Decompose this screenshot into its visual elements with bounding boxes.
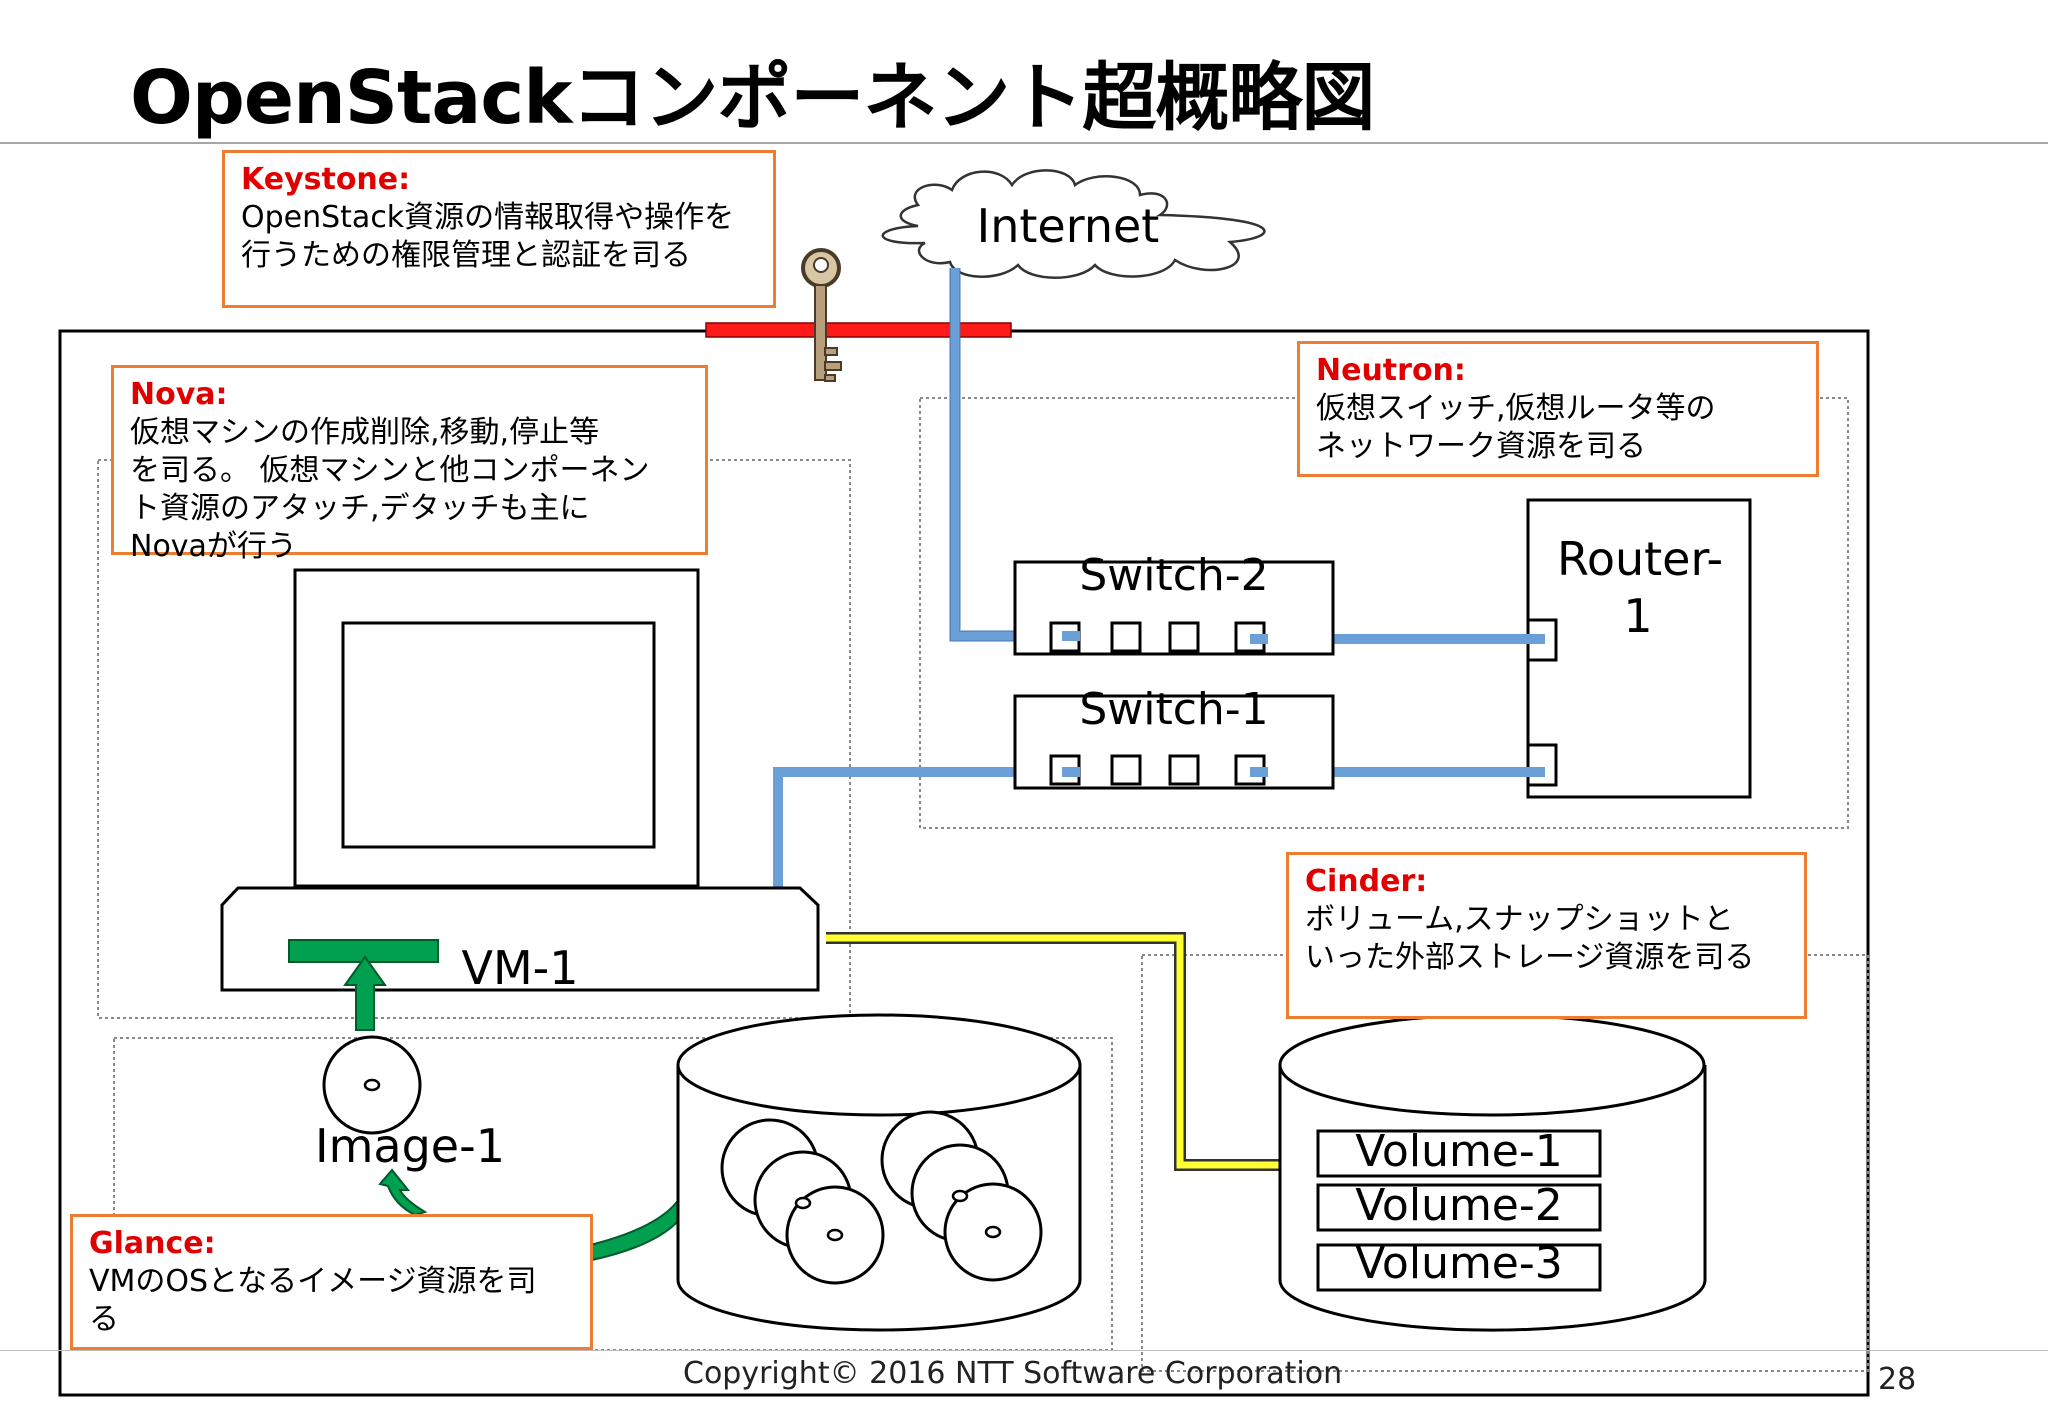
monitor-icon bbox=[220, 568, 820, 992]
keystone-heading: Keystone: bbox=[241, 162, 411, 197]
volume-list bbox=[1316, 1129, 1602, 1292]
cinder-heading: Cinder: bbox=[1305, 864, 1428, 899]
internet-label: Internet bbox=[977, 199, 1160, 253]
glance-to-image-arrow bbox=[378, 1168, 428, 1217]
switch2-label: Switch-2 bbox=[1079, 550, 1268, 601]
glance-description: VMのOSとなるイメージ資源を司 る bbox=[89, 1264, 537, 1337]
router-box bbox=[1526, 498, 1752, 799]
title-divider bbox=[0, 142, 2048, 144]
copyright-text: Copyright© 2016 NTT Software Corporation bbox=[683, 1356, 1343, 1391]
volume3-label: Volume-3 bbox=[1355, 1238, 1563, 1289]
vm-switch1-link bbox=[773, 767, 1062, 888]
volume1-box bbox=[1316, 1129, 1602, 1178]
volume3-box bbox=[1316, 1243, 1602, 1292]
vm-label: VM-1 bbox=[461, 941, 578, 995]
page-title: OpenStackコンポーネント超概略図 bbox=[130, 55, 1375, 141]
image-attach-arrow bbox=[288, 939, 439, 1031]
neutron-callout: Neutron: 仮想スイッチ,仮想ルータ等の ネットワーク資源を司る bbox=[1297, 341, 1819, 477]
nova-description: 仮想マシンの作成削除,移動,停止等 を司る。 仮想マシンと他コンポーネン ト資源… bbox=[130, 415, 650, 564]
volume2-label: Volume-2 bbox=[1355, 1180, 1563, 1231]
keystone-description: OpenStack資源の情報取得や操作を 行うための権限管理と認証を司る bbox=[241, 200, 735, 273]
page-number: 28 bbox=[1878, 1362, 1917, 1397]
neutron-heading: Neutron: bbox=[1316, 353, 1466, 388]
disk-icon bbox=[322, 1035, 422, 1135]
cloud-icon bbox=[881, 169, 1266, 279]
nova-zone bbox=[97, 459, 851, 1019]
router-label-line2: 1 bbox=[1623, 589, 1652, 643]
cinder-description: ボリューム,スナップショットと いった外部ストレージ資源を司る bbox=[1305, 902, 1755, 975]
footer-divider bbox=[0, 1350, 2048, 1351]
cinder-callout: Cinder: ボリューム,スナップショットと いった外部ストレージ資源を司る bbox=[1286, 852, 1807, 1019]
switch1-label: Switch-1 bbox=[1079, 684, 1268, 735]
firewall-bar bbox=[705, 322, 1012, 338]
volume2-box bbox=[1316, 1183, 1602, 1232]
glance-callout: Glance: VMのOSとなるイメージ資源を司 る bbox=[70, 1214, 593, 1350]
database-icon bbox=[676, 1013, 1082, 1332]
volume1-label: Volume-1 bbox=[1355, 1126, 1563, 1177]
neutron-description: 仮想スイッチ,仮想ルータ等の ネットワーク資源を司る bbox=[1316, 391, 1716, 464]
router-ports bbox=[1526, 618, 1558, 787]
key-icon bbox=[801, 248, 842, 382]
router-label-line1: Router- bbox=[1557, 532, 1723, 586]
nova-callout: Nova: 仮想マシンの作成削除,移動,停止等 を司る。 仮想マシンと他コンポー… bbox=[111, 365, 708, 564]
nova-heading: Nova: bbox=[130, 377, 228, 412]
glance-heading: Glance: bbox=[89, 1226, 216, 1261]
keystone-callout: Keystone: OpenStack資源の情報取得や操作を 行うための権限管理… bbox=[222, 150, 776, 308]
image-label: Image-1 bbox=[315, 1119, 505, 1173]
